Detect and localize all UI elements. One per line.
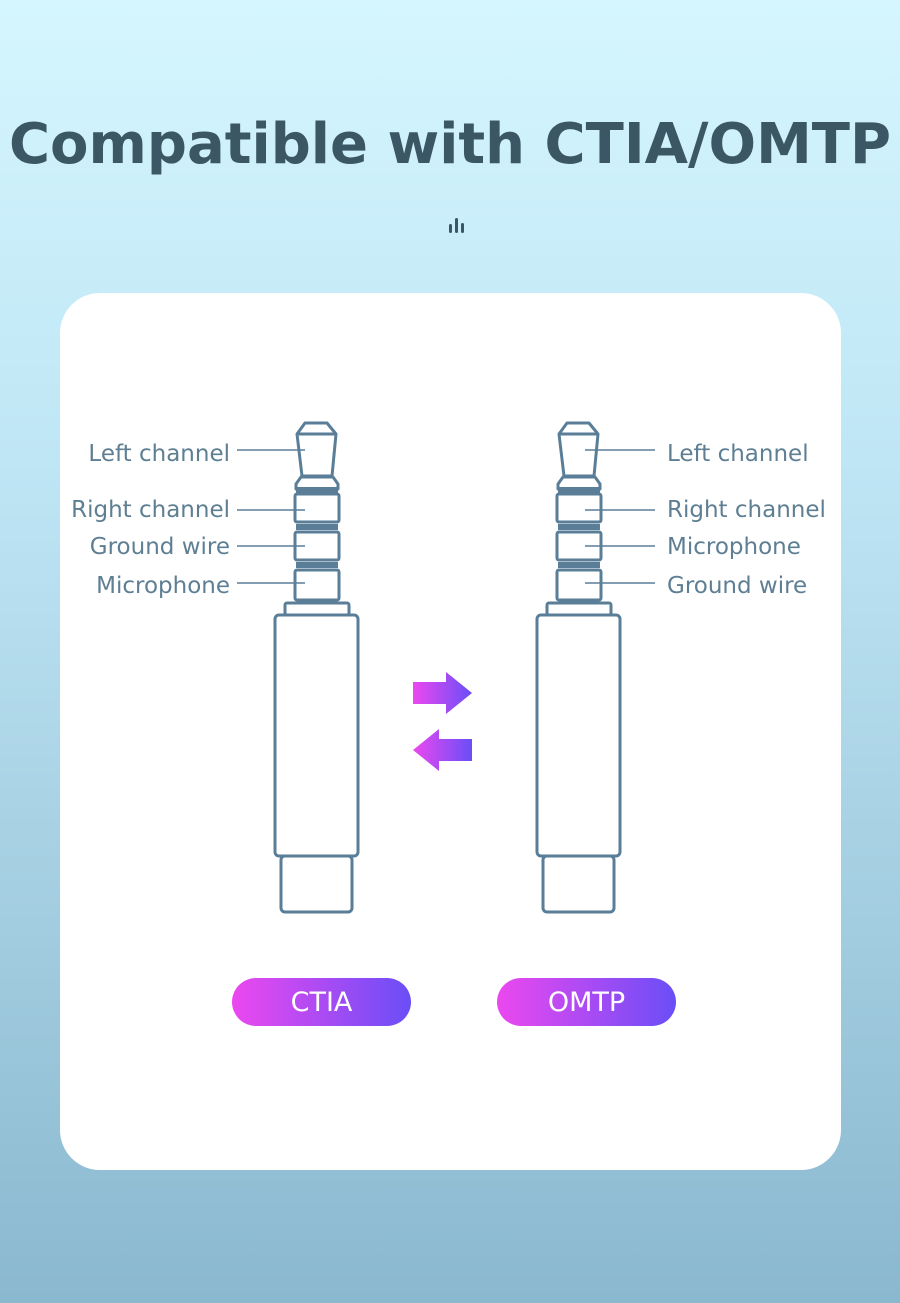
page-title: Compatible with CTIA/OMTP [8, 112, 892, 177]
diagram-card [60, 293, 841, 1170]
ctia-badge: CTIA [232, 978, 411, 1026]
ctia-label-3: Ground wire [89, 534, 230, 560]
arrow-left-icon [413, 729, 472, 771]
omtp-badge: OMTP [497, 978, 676, 1026]
bars-icon [449, 217, 467, 233]
omtp-label-1: Left channel [667, 441, 809, 467]
ctia-label-4: Microphone [96, 573, 230, 599]
arrow-right-icon [413, 672, 472, 714]
ctia-label-1: Left channel [88, 441, 230, 467]
ctia-plug [237, 421, 360, 914]
omtp-plug [535, 421, 655, 914]
omtp-label-2: Right channel [667, 497, 826, 523]
omtp-label-3: Microphone [667, 534, 801, 560]
omtp-label-4: Ground wire [667, 573, 808, 599]
ctia-label-2: Right channel [71, 497, 230, 523]
